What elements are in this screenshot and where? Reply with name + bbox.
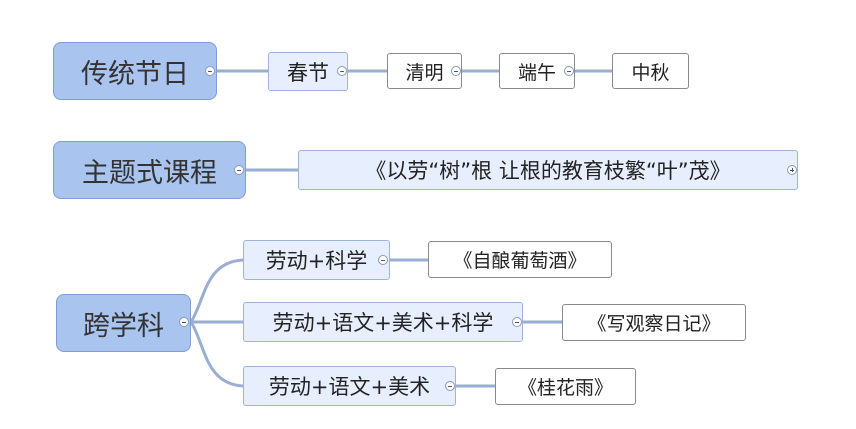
topic-label: 《桂花雨》 (517, 377, 613, 399)
topic-label: 春节 (287, 60, 329, 85)
topic-node-labor-chinese-art-science[interactable]: 劳动+语文+美术+科学 (243, 302, 523, 342)
topic-node-spring-festival[interactable]: 春节 (268, 52, 348, 91)
collapse-toggle-icon[interactable] (445, 381, 455, 391)
collapse-toggle-icon[interactable] (205, 66, 215, 76)
root-node-traditional-festivals[interactable]: 传统节日 (53, 42, 217, 100)
root-node-label: 传统节日 (81, 58, 189, 90)
topic-label: 《以劳“树”根 让根的教育枝繁“叶”茂》 (365, 159, 731, 183)
topic-label: 中秋 (631, 61, 670, 84)
collapse-toggle-icon[interactable] (179, 317, 189, 327)
collapse-toggle-icon[interactable] (234, 165, 244, 175)
root-node-label: 跨学科 (83, 310, 164, 342)
collapse-toggle-icon[interactable] (512, 317, 522, 327)
collapse-toggle-icon[interactable] (564, 66, 574, 76)
topic-node-labor-science[interactable]: 劳动+科学 (243, 240, 390, 280)
collapse-toggle-icon[interactable] (451, 66, 461, 76)
topic-label: 《自酿葡萄酒》 (453, 250, 587, 272)
root-node-cross-discipline[interactable]: 跨学科 (56, 294, 191, 352)
topic-node-mid-autumn[interactable]: 中秋 (612, 53, 689, 89)
topic-node-osmanthus-rain[interactable]: 《桂花雨》 (495, 368, 636, 405)
root-node-label: 主题式课程 (82, 157, 217, 189)
root-node-theme-curriculum[interactable]: 主题式课程 (53, 141, 246, 199)
topic-label: 劳动+语文+美术+科学 (272, 311, 494, 335)
topic-label: 清明 (405, 61, 444, 84)
topic-label: 劳动+科学 (265, 249, 368, 273)
topic-node-labor-chinese-art[interactable]: 劳动+语文+美术 (243, 366, 456, 406)
topic-label: 端午 (517, 61, 556, 84)
topic-node-duanwu[interactable]: 端午 (499, 53, 575, 89)
topic-node-qingming[interactable]: 清明 (387, 53, 462, 89)
collapse-toggle-icon[interactable] (337, 66, 347, 76)
topic-node-course-title[interactable]: 《以劳“树”根 让根的教育枝繁“叶”茂》 (298, 150, 798, 190)
topic-label: 劳动+语文+美术 (268, 375, 431, 399)
expand-toggle-icon[interactable] (787, 165, 797, 175)
collapse-toggle-icon[interactable] (378, 255, 388, 265)
topic-node-observation-diary[interactable]: 《写观察日记》 (562, 304, 746, 341)
topic-node-homemade-wine[interactable]: 《自酿葡萄酒》 (428, 241, 612, 278)
topic-label: 《写观察日记》 (587, 313, 721, 335)
